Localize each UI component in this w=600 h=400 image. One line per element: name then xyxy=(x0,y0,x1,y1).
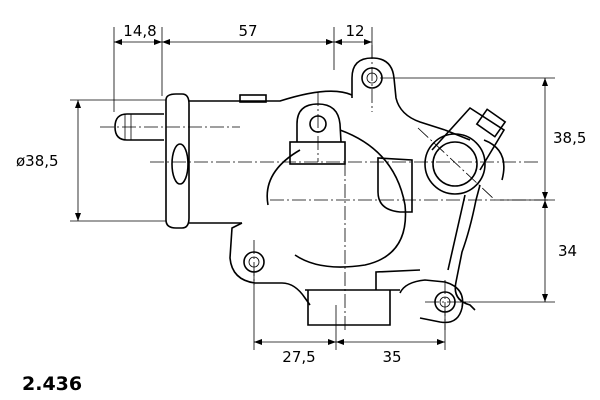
dim-bolt-left-spacing: 27,5 xyxy=(282,348,315,366)
dim-boss-offset: 12 xyxy=(345,22,364,40)
dim-inlet-diameter: ø38,5 xyxy=(16,152,59,170)
centre-lines xyxy=(100,45,550,330)
dim-bolt-right-spacing: 35 xyxy=(382,348,401,366)
extension-lines xyxy=(70,27,555,350)
dim-upper-height: 38,5 xyxy=(553,129,586,147)
dim-lower-height: 34 xyxy=(558,242,577,260)
housing-outline xyxy=(114,57,507,326)
part-number: 2.436 xyxy=(22,373,82,395)
dim-nipple-width: 14,8 xyxy=(123,22,156,40)
dimension-lines xyxy=(75,39,548,345)
dim-housing-length: 57 xyxy=(238,22,257,40)
